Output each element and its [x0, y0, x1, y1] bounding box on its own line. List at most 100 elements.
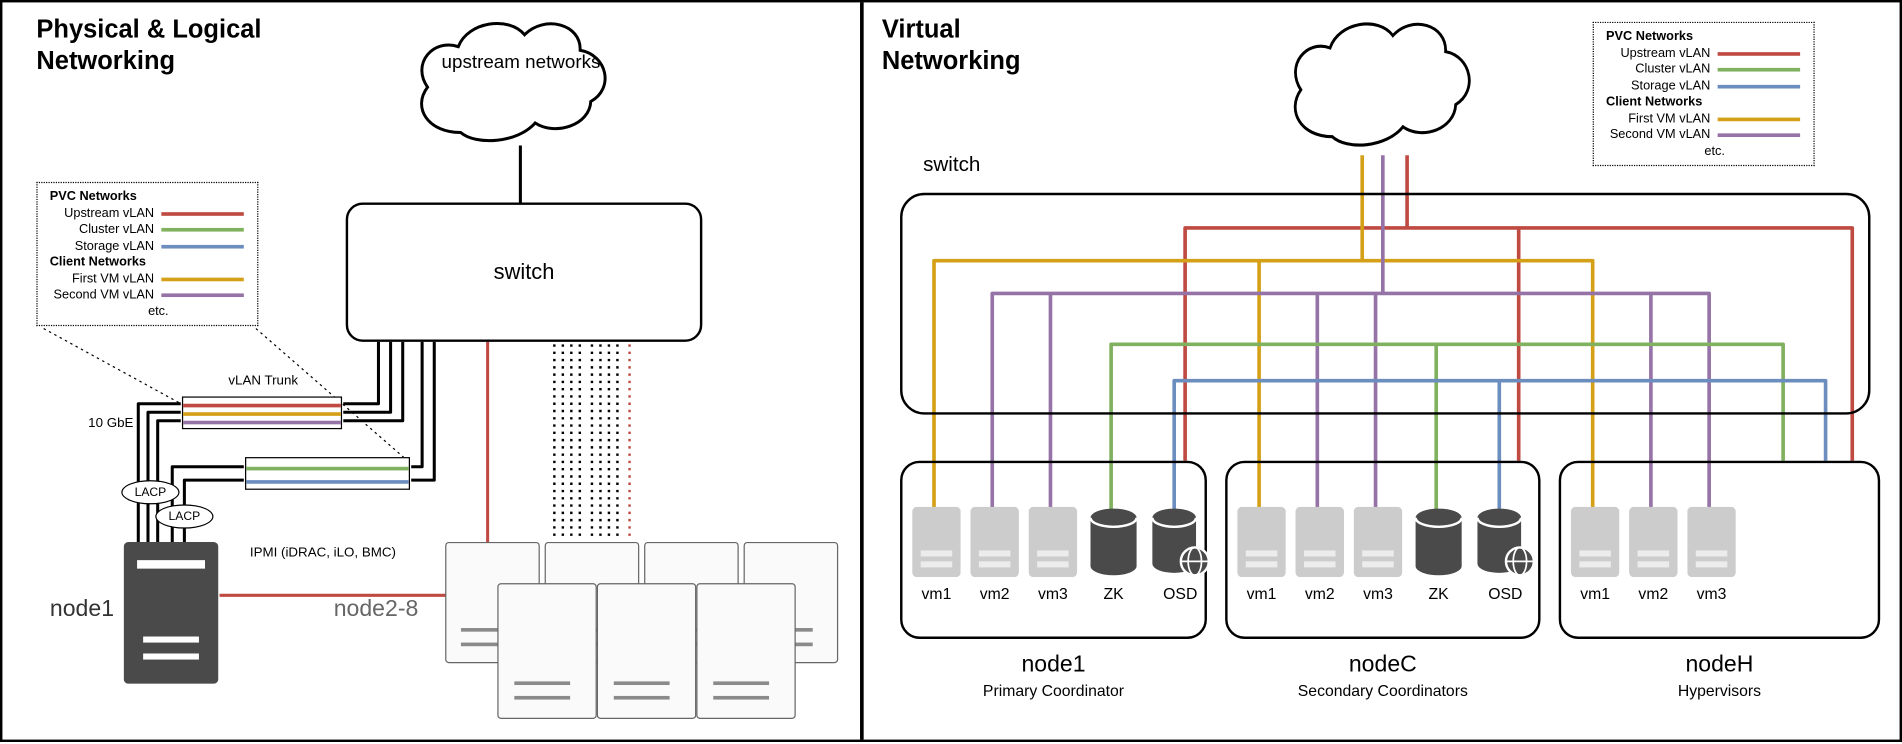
osd-database-icon	[1476, 508, 1536, 577]
cylinder-rim	[1151, 517, 1198, 529]
legend-heading-client: Client Networks	[49, 254, 146, 270]
nodeh-box: vm1 vm2 vm3	[1558, 460, 1881, 639]
legend-item-second-vm: Second VM vLAN	[42, 287, 252, 303]
zk-label: ZK	[1103, 584, 1124, 603]
vm-icon	[912, 506, 961, 578]
second-vm-vlan-swatch	[161, 293, 244, 298]
zk-database-icon	[1089, 508, 1138, 576]
physical-panel-title: Physical & Logical Networking	[36, 15, 262, 76]
legend-label: Second VM vLAN	[53, 287, 155, 302]
node1-server-icon	[123, 541, 219, 684]
upstream-vlan-swatch	[1717, 51, 1801, 56]
vm-label: vm3	[1696, 584, 1727, 603]
node2-8-server-group	[445, 541, 840, 721]
legend-item-second-vm: Second VM vLAN	[1599, 127, 1809, 143]
server-icon	[497, 583, 597, 719]
vm-icon	[1570, 506, 1620, 578]
lacp-bond-2: LACP	[155, 504, 214, 529]
legend-etc: etc.	[148, 303, 169, 319]
node2-8-dotted-cables	[553, 344, 631, 540]
vm-label: vm1	[1580, 584, 1611, 603]
cylinder-body	[1090, 508, 1137, 576]
vm-item: vm3	[1353, 506, 1403, 603]
cluster-vlan-swatch	[161, 228, 244, 232]
globe-icon	[1179, 546, 1210, 577]
vm-icon	[1629, 506, 1678, 578]
vm-item: vm2	[1295, 506, 1345, 603]
second-vm-vlan-swatch	[1717, 133, 1801, 138]
node2-8-label: node2-8	[333, 596, 419, 622]
legend-label: Upstream vLAN	[1620, 45, 1711, 61]
cluster-vlan-swatch	[1717, 68, 1801, 72]
legend-item-storage: Storage vLAN	[1599, 78, 1809, 94]
zk-database-icon	[1414, 508, 1463, 576]
cylinder-rim	[1476, 517, 1523, 529]
vm-item: vm2	[1629, 506, 1678, 603]
node1-icon-row: vm1 vm2 vm3 ZK	[912, 506, 1211, 603]
node1-label: node1	[49, 596, 115, 622]
legend-label: First VM vLAN	[1628, 110, 1711, 126]
legend-heading-pvc: PVC Networks	[49, 189, 137, 204]
legend-label: Upstream vLAN	[64, 205, 155, 221]
cylinder-rim	[1414, 517, 1463, 528]
server-icon	[696, 583, 796, 719]
legend-item-cluster: Cluster vLAN	[1599, 62, 1809, 78]
osd-label: OSD	[1488, 584, 1523, 603]
vm-icon	[1353, 506, 1403, 578]
cloud-icon	[420, 21, 607, 143]
nodec-name: nodeC	[1348, 652, 1417, 678]
legend-item-storage: Storage vLAN	[42, 238, 252, 254]
vm-icon	[1028, 506, 1078, 578]
vm-item: vm2	[970, 506, 1019, 603]
legend-label: Cluster vLAN	[1635, 61, 1711, 77]
physical-switch-box: switch	[345, 202, 703, 342]
cylinder-body	[1415, 508, 1462, 576]
vm-icon	[1237, 506, 1286, 578]
upstream-vlan-stripe	[183, 403, 341, 407]
nodec-box: vm1 vm2 vm3 ZK	[1225, 460, 1541, 639]
legend-label: Cluster vLAN	[79, 221, 155, 237]
physical-networking-panel: Physical & Logical Networking upstream n…	[2, 2, 864, 740]
legend-pointer-path	[43, 328, 408, 462]
vm-label: vm1	[1246, 584, 1277, 603]
cylinder-rim	[1089, 517, 1138, 528]
virtual-switch-box	[900, 192, 1871, 415]
legend-label: First VM vLAN	[71, 270, 155, 286]
first-vm-vlan-swatch	[161, 277, 244, 281]
nodeh-name: nodeH	[1685, 652, 1754, 678]
second-vm-vlan-stripe	[183, 420, 341, 424]
osd-label: OSD	[1163, 584, 1198, 603]
legend-etc: etc.	[1704, 143, 1725, 159]
osd-item: OSD	[1150, 507, 1211, 603]
zk-item: ZK	[1087, 507, 1140, 603]
osd-item: OSD	[1475, 507, 1536, 603]
upstream-cloud-label: upstream networks	[441, 52, 601, 73]
vlan-trunk-bundle-1	[181, 396, 343, 430]
vm-item: vm1	[1570, 506, 1620, 603]
first-vm-vlan-swatch	[1717, 117, 1801, 121]
upstream-vlan-swatch	[161, 211, 244, 216]
vm-label: vm2	[979, 584, 1010, 603]
storage-vlan-swatch	[1717, 84, 1801, 89]
first-vm-vlan-stripe	[183, 411, 341, 416]
legend-item-first-vm: First VM vLAN	[1599, 111, 1809, 127]
lacp-bond-1: LACP	[121, 480, 180, 505]
vlan-trunk-label: vLAN Trunk	[228, 373, 299, 388]
switch-label: switch	[493, 259, 555, 284]
dotted-black-cables	[553, 344, 619, 540]
legend-item-cluster: Cluster vLAN	[42, 222, 252, 238]
ipmi-label: IPMI (iDRAC, iLO, BMC)	[249, 545, 396, 561]
vm-item: vm1	[1237, 506, 1286, 603]
vm-label: vm3	[1363, 584, 1393, 603]
virtual-networking-panel: Virtual Networking PVC Networks Upstream…	[867, 2, 1899, 739]
vm-label: vm2	[1638, 584, 1669, 603]
vm-icon	[1295, 506, 1345, 578]
node1-role: Primary Coordinator	[982, 681, 1125, 700]
vm-item: vm3	[1028, 506, 1078, 603]
link-speed-label: 10 GbE	[88, 415, 134, 431]
vm-label: vm3	[1037, 584, 1068, 603]
nodec-icon-row: vm1 vm2 vm3 ZK	[1237, 506, 1536, 603]
nodeh-role: Hypervisors	[1677, 681, 1762, 700]
legend-label: Storage vLAN	[1631, 78, 1711, 93]
